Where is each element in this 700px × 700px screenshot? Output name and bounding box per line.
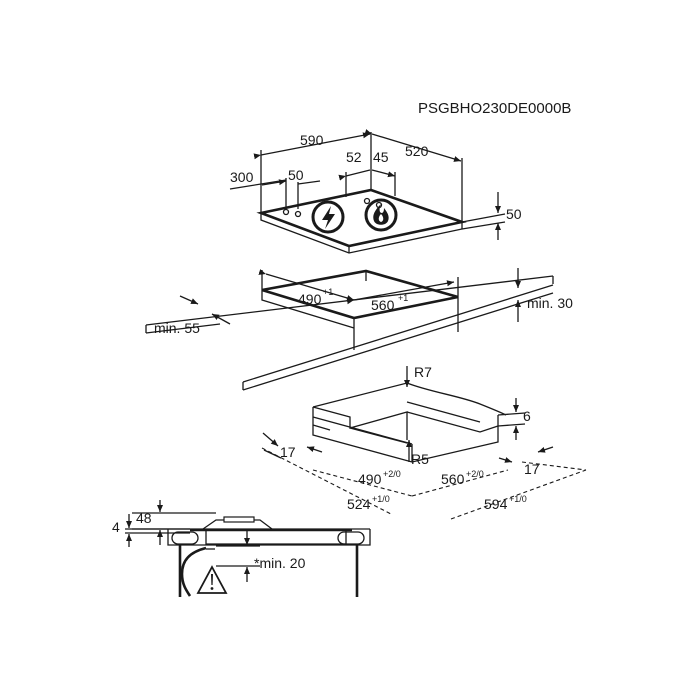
dim-50-controls: 50 [288, 167, 304, 183]
dim-frame-560: 560 [441, 471, 465, 487]
dim-frame-560-tol: +2/0 [466, 469, 484, 479]
hob-top [256, 188, 467, 254]
dim-section-48: 48 [136, 510, 152, 526]
dim-45: 45 [373, 149, 389, 165]
dim-height-50: 50 [506, 206, 522, 222]
worktop-cutout: 490 +1 560 +1 min. 55 min. 30 [145, 268, 573, 391]
dim-min-55: min. 55 [154, 320, 200, 336]
dim-frame-490: 490 [358, 471, 382, 487]
dim-side-17-left: 17 [280, 444, 296, 460]
dim-frame-524-tol: +1/0 [372, 494, 390, 504]
hob-top-dimensions: 590 520 52 45 300 50 50 [229, 129, 522, 240]
dim-cutout-560-tol: +1 [398, 293, 408, 303]
product-code: PSGBHO230DE0000B [418, 100, 571, 117]
dim-section-4: 4 [112, 519, 120, 535]
dim-min-30: min. 30 [527, 295, 573, 311]
label-r7: R7 [414, 364, 432, 380]
dim-590: 590 [300, 132, 324, 148]
electric-lightning-icon [311, 200, 345, 234]
dim-300: 300 [230, 169, 254, 185]
dim-52: 52 [346, 149, 362, 165]
dim-frame-524: 524 [347, 496, 371, 512]
dim-cutout-490: 490 [298, 291, 322, 307]
dim-520: 520 [405, 143, 429, 159]
warning-icon [196, 565, 228, 594]
dim-frame-594: 594 [484, 496, 508, 512]
dim-thickness-6: 6 [523, 408, 531, 424]
dim-frame-490-tol: +2/0 [383, 469, 401, 479]
label-r5: R5 [411, 451, 429, 467]
section-view: 48 4 *min. 20 [112, 500, 371, 597]
dim-cutout-490-tol: +1 [323, 287, 333, 297]
seal-frame: R7 R5 6 17 17 490 +2/0 560 +2/0 524 +1/0 [261, 364, 587, 520]
dim-cutout-560: 560 [371, 297, 395, 313]
dim-min-20: *min. 20 [254, 555, 306, 571]
dim-side-17-right: 17 [524, 461, 540, 477]
dim-frame-594-tol: +1/0 [509, 494, 527, 504]
gas-flame-icon [364, 198, 398, 232]
